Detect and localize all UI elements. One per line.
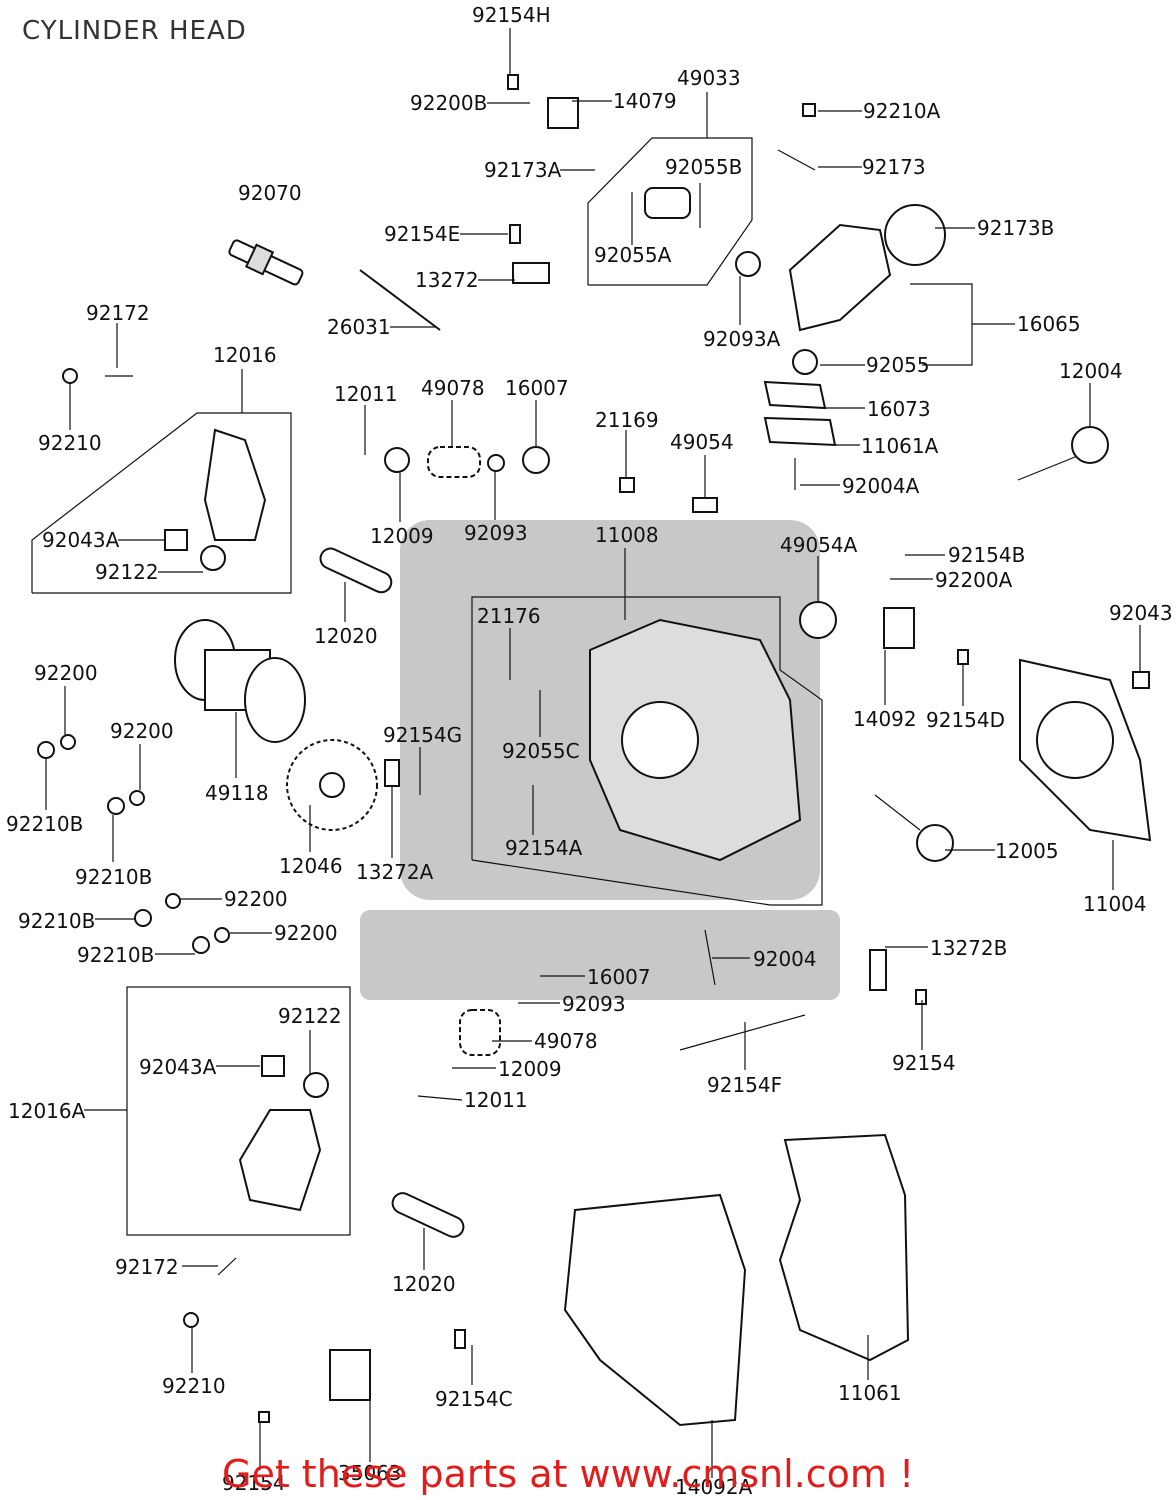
part-label[interactable]: 92154E (384, 222, 460, 246)
part-label[interactable]: 92154C (435, 1387, 513, 1411)
part-label[interactable]: 92210B (77, 943, 154, 967)
part-label[interactable]: 14079 (613, 89, 677, 113)
part-label[interactable]: 92173 (862, 155, 926, 179)
part-label[interactable]: 92093 (562, 992, 626, 1016)
group-frames (31, 92, 1015, 1236)
cmsnl-footer-link[interactable]: Get these parts at www.cmsnl.com ! (222, 1452, 915, 1496)
part-label[interactable]: 92210B (18, 909, 95, 933)
part-label[interactable]: 92043A (42, 528, 120, 552)
part-label[interactable]: 16073 (867, 397, 931, 421)
part-label[interactable]: 92173A (484, 158, 562, 182)
part-label[interactable]: 49054 (670, 430, 734, 454)
part-label[interactable]: 92200A (935, 568, 1013, 592)
part-label[interactable]: 92055C (502, 739, 580, 763)
part-label[interactable]: 49033 (677, 66, 741, 90)
part-label[interactable]: 92173B (977, 216, 1054, 240)
part-label[interactable]: 12020 (314, 624, 378, 648)
part-label[interactable]: 16007 (587, 965, 651, 989)
part-label[interactable]: 92154H (472, 3, 551, 27)
part-label[interactable]: 12005 (995, 839, 1059, 863)
part-label[interactable]: 92043 (1109, 601, 1173, 625)
part-label[interactable]: 12009 (498, 1057, 562, 1081)
leader-lines (45, 28, 1141, 1478)
part-label[interactable]: 92154B (948, 543, 1025, 567)
part-label[interactable]: 92004A (842, 474, 920, 498)
part-label[interactable]: 12020 (392, 1272, 456, 1296)
part-label[interactable]: 92172 (115, 1255, 179, 1279)
part-label[interactable]: 92154G (383, 723, 462, 747)
part-drawings (37, 74, 1152, 1427)
part-label[interactable]: 12046 (279, 854, 343, 878)
part-label[interactable]: 92093 (464, 521, 528, 545)
part-label[interactable]: 92200 (274, 921, 338, 945)
part-label[interactable]: 92200 (34, 661, 98, 685)
part-label[interactable]: 92210B (75, 865, 152, 889)
part-label[interactable]: 12016 (213, 343, 277, 367)
part-label[interactable]: 92070 (238, 181, 302, 205)
part-label[interactable]: 12009 (370, 524, 434, 548)
part-label[interactable]: 49078 (534, 1029, 598, 1053)
part-label[interactable]: 92004 (753, 947, 817, 971)
part-label[interactable]: 49118 (205, 781, 269, 805)
part-label[interactable]: 16065 (1017, 312, 1081, 336)
part-label[interactable]: 13272 (415, 268, 479, 292)
part-label[interactable]: 92210 (38, 431, 102, 455)
part-label[interactable]: 12016A (8, 1099, 86, 1123)
part-label[interactable]: 92200B (410, 91, 487, 115)
part-label[interactable]: 92172 (86, 301, 150, 325)
part-label[interactable]: 21169 (595, 408, 659, 432)
part-label[interactable]: 92154F (707, 1073, 782, 1097)
part-label[interactable]: 92122 (278, 1004, 342, 1028)
part-label[interactable]: 16007 (505, 376, 569, 400)
part-label[interactable]: 92055A (594, 243, 672, 267)
part-label[interactable]: 12011 (334, 382, 398, 406)
part-label[interactable]: 92055B (665, 155, 742, 179)
part-label[interactable]: 92210A (863, 99, 941, 123)
part-label[interactable]: 92154 (222, 1471, 286, 1495)
part-label[interactable]: 21176 (477, 604, 541, 628)
part-label[interactable]: 92210B (6, 812, 83, 836)
part-label[interactable]: 92200 (110, 719, 174, 743)
part-label[interactable]: 26031 (327, 315, 391, 339)
part-label[interactable]: 92200 (224, 887, 288, 911)
part-label[interactable]: 92093A (703, 327, 781, 351)
part-label[interactable]: 14092A (675, 1475, 753, 1499)
part-label[interactable]: 12004 (1059, 359, 1123, 383)
part-label[interactable]: 92055 (866, 353, 930, 377)
part-label[interactable]: 11008 (595, 523, 659, 547)
part-label[interactable]: 92043A (139, 1055, 217, 1079)
part-label[interactable]: 92154 (892, 1051, 956, 1075)
part-label[interactable]: 11061 (838, 1381, 902, 1405)
part-label[interactable]: 35063 (338, 1461, 402, 1485)
part-label[interactable]: 11061A (861, 434, 939, 458)
part-label[interactable]: 12011 (464, 1088, 528, 1112)
part-labels: 92154H 92200B 14079 49033 92210A 92173A … (6, 3, 1173, 1499)
part-label[interactable]: 11004 (1083, 892, 1147, 916)
part-label[interactable]: 49078 (421, 376, 485, 400)
part-label[interactable]: 49054A (780, 533, 858, 557)
part-label[interactable]: 13272A (356, 860, 434, 884)
part-label[interactable]: 92154A (505, 836, 583, 860)
part-label[interactable]: 92122 (95, 560, 159, 584)
part-label[interactable]: 14092 (853, 707, 917, 731)
part-label[interactable]: 92210 (162, 1374, 226, 1398)
part-label[interactable]: 92154D (926, 708, 1005, 732)
part-label[interactable]: 13272B (930, 936, 1007, 960)
page-title: CYLINDER HEAD (22, 16, 247, 46)
